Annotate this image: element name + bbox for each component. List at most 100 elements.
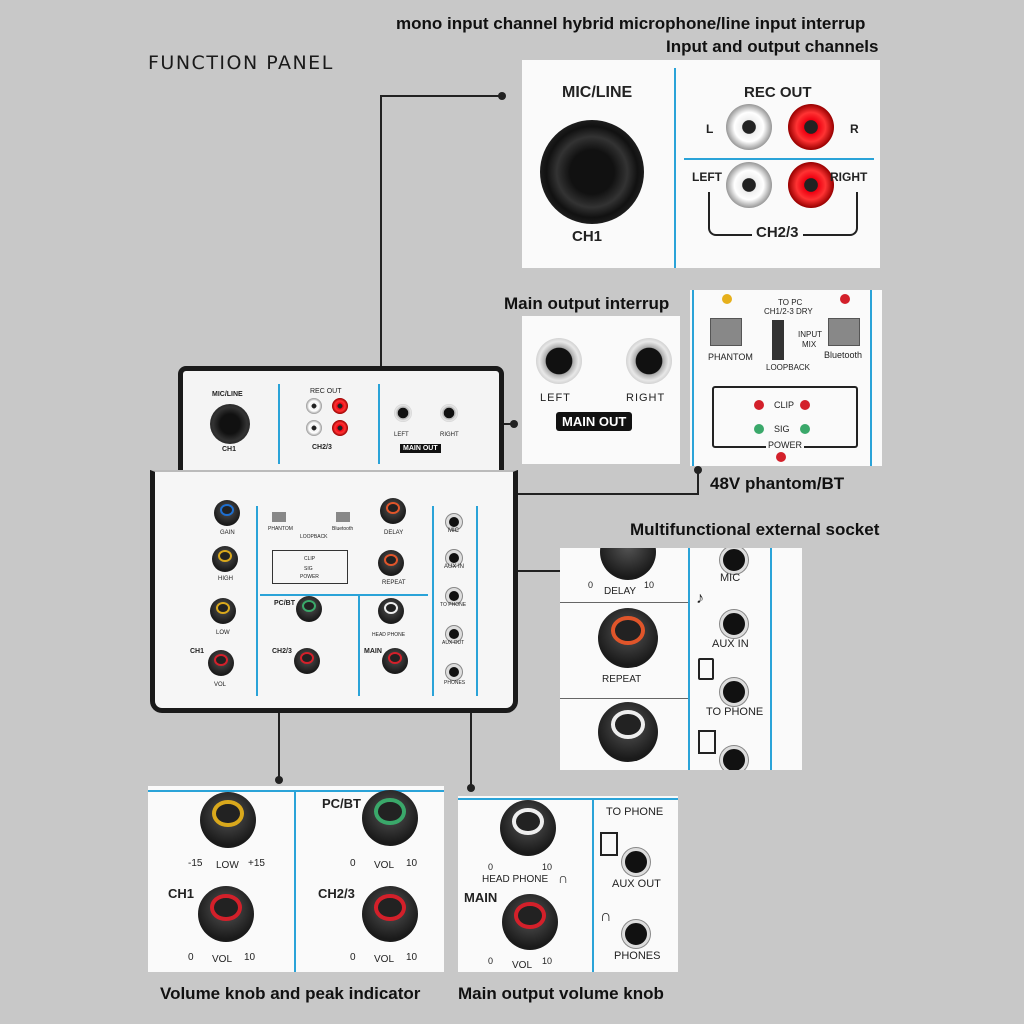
sig-led-right <box>800 424 810 434</box>
mixer-main-out-right[interactable] <box>440 404 458 422</box>
power-led <box>776 452 786 462</box>
mixer-aux-out-label: AUX OUT <box>442 640 465 646</box>
ch23-volume-knob[interactable] <box>362 886 418 942</box>
aux-out-jack[interactable] <box>720 746 748 770</box>
mixer-to-phone-jack[interactable] <box>446 588 462 604</box>
ch23-left-label: LEFT <box>692 170 722 184</box>
input-output-panel: MIC/LINE CH1 REC OUT L R LEFT RIGHT CH2/… <box>522 60 880 268</box>
mixer-aux-in-label: AUX IN <box>444 564 465 570</box>
loopback-label: LOOPBACK <box>766 363 811 372</box>
main-zero: 0 <box>488 956 494 966</box>
phantom-switch[interactable] <box>710 318 742 346</box>
main-out-right-jack[interactable] <box>626 338 672 384</box>
mixer-aux-out-jack[interactable] <box>446 626 462 642</box>
mixer-ch1-vol-knob[interactable] <box>208 650 234 676</box>
mix-label: MIX <box>802 340 817 349</box>
to-pc-label: TO PC <box>778 298 803 307</box>
headphones-icon: ∩ <box>600 908 612 925</box>
mixer-pc-bt-label: PC/BT <box>274 600 295 607</box>
mixer-rec-out-label: REC OUT <box>310 388 342 395</box>
to-phone-jack[interactable] <box>720 678 748 706</box>
main-out-left-jack[interactable] <box>536 338 582 384</box>
connector-dot <box>694 466 702 474</box>
divider-line <box>458 798 678 800</box>
mixer-rca[interactable] <box>306 398 322 414</box>
ch23-zero: 0 <box>350 952 356 963</box>
ch1-volume-knob[interactable] <box>198 886 254 942</box>
rec-out-left-rca[interactable] <box>726 104 772 150</box>
mixer-ch23-vol-label: CH2/3 <box>272 648 292 655</box>
mic-label: MIC <box>720 572 741 584</box>
mixer-phantom-switch[interactable] <box>272 512 286 522</box>
aux-in-jack[interactable] <box>720 610 748 638</box>
mic-jack[interactable] <box>720 548 748 574</box>
mixer-loopback-label: LOOPBACK <box>300 534 328 540</box>
mixer-ch1-label: CH1 <box>222 446 237 453</box>
bluetooth-switch[interactable] <box>828 318 860 346</box>
mixer-low-label: LOW <box>216 630 230 636</box>
mixer-aux-in-jack[interactable] <box>446 550 462 566</box>
divider-line <box>560 602 688 603</box>
low-eq-knob[interactable] <box>200 792 256 848</box>
mixer-xlr-jack[interactable] <box>210 404 250 444</box>
ch-dry-label: CH1/2-3 DRY <box>764 307 813 316</box>
mixer-rca[interactable] <box>332 420 348 436</box>
aux-out-jack[interactable] <box>622 848 650 876</box>
divider-line <box>358 596 360 696</box>
mixer-sig-label: SIG <box>304 566 313 572</box>
phones-jack[interactable] <box>622 920 650 948</box>
input-label: INPUT <box>798 330 822 339</box>
ch23-right-label: RIGHT <box>830 170 868 184</box>
connector-dot <box>498 92 506 100</box>
mixer-mic-jack[interactable] <box>446 514 462 530</box>
delay-knob[interactable] <box>600 548 656 580</box>
mixer-device: MIC/LINE CH1 REC OUT CH2/3 LEFT RIGHT MA… <box>150 366 518 736</box>
low-label: LOW <box>216 860 239 871</box>
divider-line <box>592 798 594 972</box>
mixer-rca[interactable] <box>306 420 322 436</box>
phones-label: PHONES <box>614 950 661 962</box>
mixer-pc-bt-knob[interactable] <box>296 596 322 622</box>
ch23-left-rca[interactable] <box>726 162 772 208</box>
headphone-knob[interactable] <box>598 702 658 762</box>
mixer-repeat-knob[interactable] <box>378 550 404 576</box>
mixer-high-knob[interactable] <box>212 546 238 572</box>
phantom-led <box>722 294 732 304</box>
repeat-knob[interactable] <box>598 608 658 668</box>
mixer-gain-knob[interactable] <box>214 500 240 526</box>
mixer-ch23-vol-knob[interactable] <box>294 648 320 674</box>
headphones-icon: ∩ <box>558 870 569 886</box>
mixer-delay-label: DELAY <box>384 530 404 536</box>
mixer-bt-switch[interactable] <box>336 512 350 522</box>
headphone-volume-knob[interactable] <box>500 800 556 856</box>
mixer-headphone-knob[interactable] <box>378 598 404 624</box>
xlr-combo-jack[interactable] <box>540 120 644 224</box>
mixer-head-phone-label: HEAD PHONE <box>372 632 406 638</box>
connector-line <box>380 95 502 97</box>
mixer-mic-line-label: MIC/LINE <box>212 391 243 398</box>
low-minus15: -15 <box>188 858 203 869</box>
ch23-label: CH2/3 <box>318 886 355 901</box>
main-volume-knob[interactable] <box>502 894 558 950</box>
loopback-slider[interactable] <box>772 320 784 360</box>
mixer-main-knob[interactable] <box>382 648 408 674</box>
mixer-delay-knob[interactable] <box>380 498 406 524</box>
rec-out-right-rca[interactable] <box>788 104 834 150</box>
divider-line <box>148 790 444 792</box>
mixer-phones-jack[interactable] <box>446 664 462 680</box>
mic-line-label: MIC/LINE <box>562 84 633 101</box>
mixer-main-out-left[interactable] <box>394 404 412 422</box>
ch23-right-rca[interactable] <box>788 162 834 208</box>
speaker-icon <box>600 832 618 856</box>
ch23-ten: 10 <box>406 952 418 963</box>
sig-led-left <box>754 424 764 434</box>
divider-line <box>476 506 478 696</box>
ch23-label: CH2/3 <box>752 224 803 241</box>
caption-phantom-bt: 48V phantom/BT <box>710 474 845 493</box>
low-plus15: +15 <box>248 858 265 869</box>
caption-volume-knob: Volume knob and peak indicator <box>160 984 421 1003</box>
caption-input-output-channels: Input and output channels <box>666 37 879 56</box>
mixer-low-knob[interactable] <box>210 598 236 624</box>
mixer-rca[interactable] <box>332 398 348 414</box>
pc-bt-volume-knob[interactable] <box>362 790 418 846</box>
